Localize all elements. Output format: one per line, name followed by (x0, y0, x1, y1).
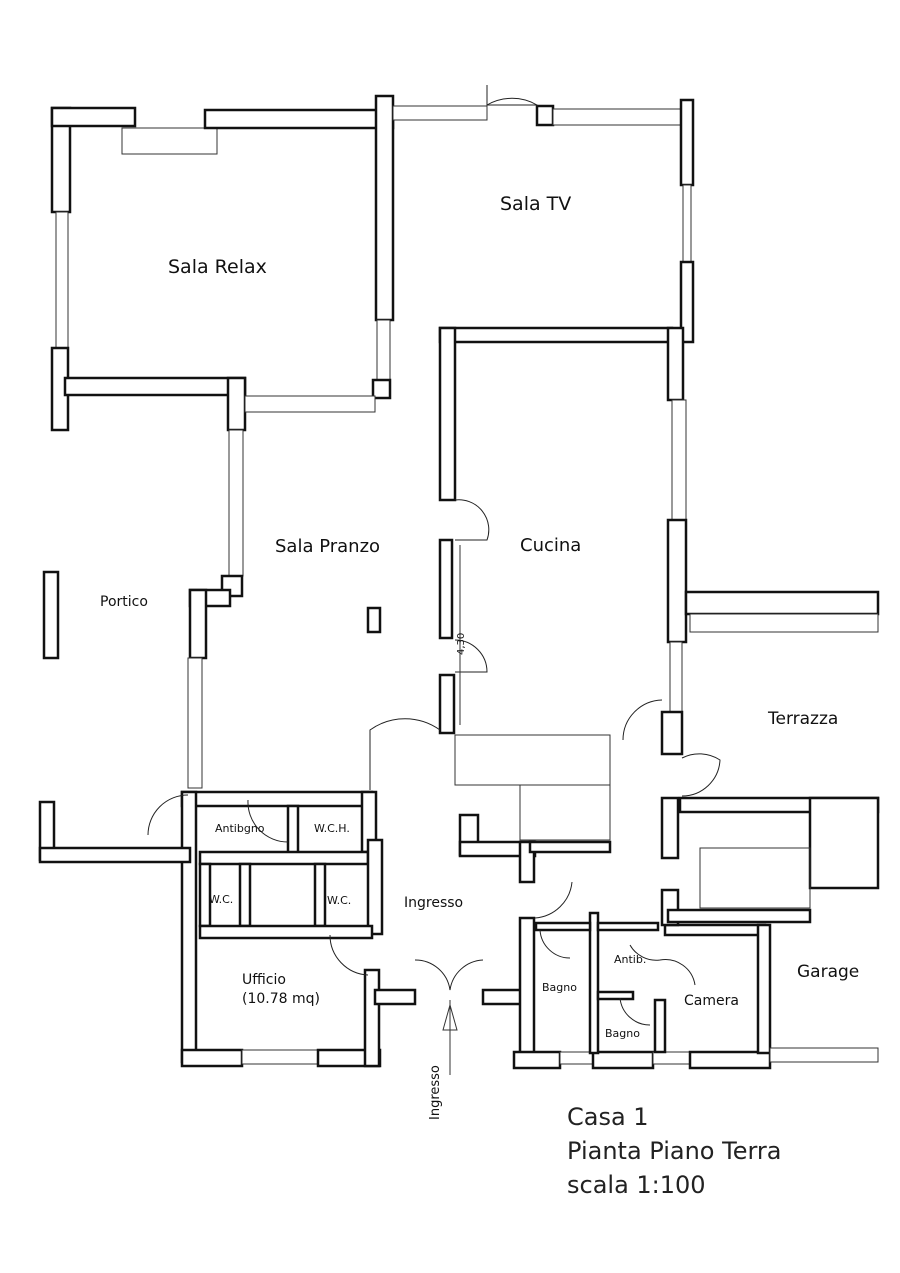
walls (38, 94, 880, 1070)
room-label-ufficio: Ufficio (242, 972, 286, 988)
room-label-terrazza: Terrazza (767, 709, 838, 729)
room-label-wch: W.C.H. (314, 822, 350, 835)
room-label-garage: Garage (797, 962, 859, 982)
room-label-sala-tv: Sala TV (500, 193, 571, 215)
room-label-antib: Antib. (614, 953, 646, 966)
room-label-sala-relax: Sala Relax (168, 256, 267, 278)
title-line-2: Pianta Piano Terra (567, 1137, 782, 1165)
room-label-wc-2: W.C. (327, 894, 351, 907)
room-label-ingresso: Ingresso (404, 895, 463, 911)
room-label-camera: Camera (684, 993, 739, 1009)
room-label-wc-1: W.C. (209, 893, 233, 906)
room-label-antibagno: Antibgno (215, 822, 265, 835)
room-area-ufficio: (10.78 mq) (242, 991, 320, 1007)
room-label-portico: Portico (100, 594, 148, 610)
title-line-3: scala 1:100 (567, 1171, 706, 1199)
room-label-bagno-1: Bagno (542, 981, 577, 994)
room-label-cucina: Cucina (520, 535, 581, 556)
room-label-bagno-2: Bagno (605, 1027, 640, 1040)
dimension-label: 4,30 (456, 633, 467, 655)
room-label-sala-pranzo: Sala Pranzo (275, 536, 380, 557)
entrance-label: Ingresso (428, 1065, 443, 1120)
doors (147, 85, 721, 1075)
title-line-1: Casa 1 (567, 1103, 649, 1131)
